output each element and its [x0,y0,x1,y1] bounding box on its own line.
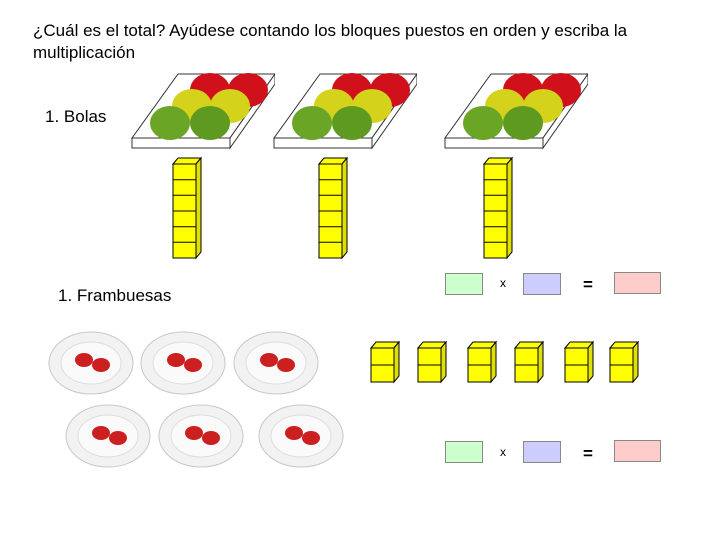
plate-icon [65,404,151,468]
block-tower-icon [171,156,203,260]
block-pair-icon [369,340,401,384]
answer-box-factor-2[interactable] [523,273,561,295]
answer-box-product[interactable] [614,440,661,462]
answer-box-factor-1[interactable] [445,273,483,295]
ball-tray-icon [131,73,275,150]
section-label-frambuesas: 1. Frambuesas [58,286,172,305]
plate-icon [48,331,134,395]
block-pair-icon [416,340,448,384]
answer-box-product[interactable] [614,272,661,294]
equals-sign: = [583,275,593,294]
block-pair-icon [466,340,498,384]
times-sign: x [500,276,506,290]
block-pair-icon [563,340,595,384]
block-pair-icon [513,340,545,384]
plate-icon [140,331,226,395]
plate-icon [158,404,244,468]
plate-icon [233,331,319,395]
ball-tray-icon [444,73,588,150]
block-tower-icon [482,156,514,260]
block-pair-icon [608,340,640,384]
answer-box-factor-2[interactable] [523,441,561,463]
answer-box-factor-1[interactable] [445,441,483,463]
instruction-text: ¿Cuál es el total? Ayúdese contando los … [33,21,628,62]
ball-tray-icon [273,73,417,150]
section-label-bolas: 1. Bolas [45,107,107,126]
plate-icon [258,404,344,468]
equals-sign: = [583,444,593,463]
block-tower-icon [317,156,349,260]
times-sign: x [500,445,506,459]
